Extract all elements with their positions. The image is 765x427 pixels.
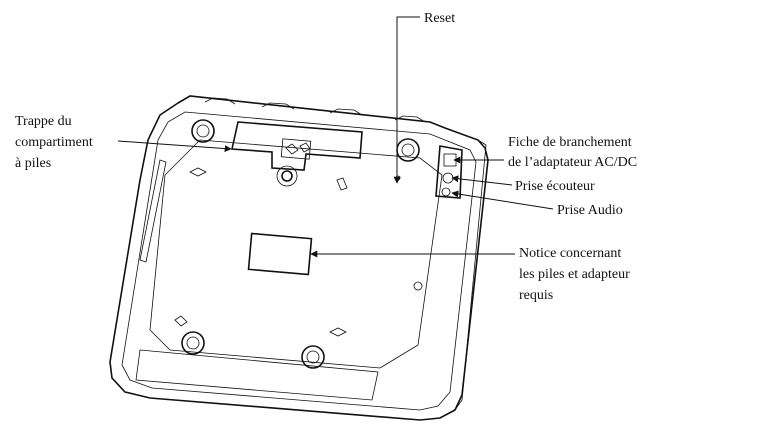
label-fiche-1: Fiche de branchement [508,135,632,150]
label-notice-2: les piles et adapteur [519,267,630,282]
device-body [109,95,489,421]
label-trappe-3: à piles [15,156,51,171]
battery-door [231,121,363,187]
label-trappe-2: compartiment [15,135,93,150]
device-clips [174,167,401,337]
ecouteur-leader [451,175,513,186]
notice-sticker [247,232,313,276]
trappe-leader [117,140,232,153]
label-audio: Prise Audio [557,203,623,218]
reset-leader [393,16,420,184]
label-trappe-1: Trappe du [15,114,72,129]
device-feet [181,119,423,369]
audio-leader [451,190,554,210]
label-reset: Reset [424,11,455,26]
label-notice-3: requis [519,288,553,303]
label-ecouteur: Prise écouteur [515,179,595,194]
label-fiche-2: de l’adaptateur AC/DC [508,155,637,170]
label-notice-1: Notice concernant [519,246,621,261]
